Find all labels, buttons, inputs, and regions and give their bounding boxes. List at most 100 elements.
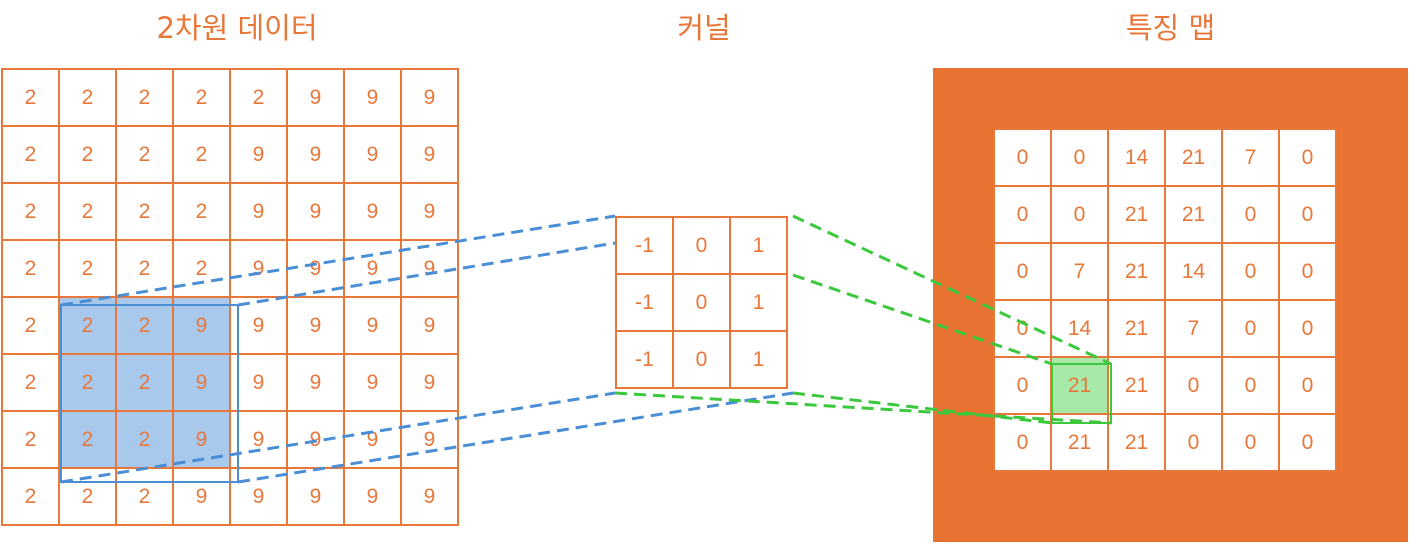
input-data-cell: 9 — [343, 182, 402, 241]
feature-map-cell: 21 — [1164, 185, 1223, 244]
input-data-cell: 9 — [343, 296, 402, 355]
input-data-cell: 9 — [286, 353, 345, 412]
feature-map-cell: 7 — [1164, 299, 1223, 358]
input-data-cell: 2 — [1, 296, 60, 355]
kernel-cell: 1 — [729, 273, 788, 332]
input-data-cell: 2 — [58, 68, 117, 127]
input-data-cell: 2 — [1, 182, 60, 241]
feature-map-cell: 14 — [1050, 299, 1109, 358]
input-data-cell: 9 — [286, 410, 345, 469]
input-data-cell: 2 — [115, 239, 174, 298]
input-data-cell: 2 — [1, 239, 60, 298]
input-data-cell: 9 — [343, 239, 402, 298]
kernel-cell: 0 — [672, 330, 731, 389]
input-data-cell: 9 — [400, 410, 459, 469]
input-data-cell: 2 — [115, 182, 174, 241]
input-data-cell: 2 — [1, 353, 60, 412]
feature-map-cell: 0 — [1221, 185, 1280, 244]
input-data-cell: 9 — [172, 410, 231, 469]
input-data-cell: 9 — [400, 68, 459, 127]
input-data-cell: 9 — [286, 68, 345, 127]
input-data-cell: 2 — [1, 410, 60, 469]
kernel-cell: -1 — [615, 216, 674, 275]
input-data-cell: 9 — [343, 467, 402, 526]
feature-map-title: 특징 맵 — [1125, 11, 1216, 45]
feature-map-cell: 0 — [993, 128, 1052, 187]
input-data-cell: 9 — [343, 410, 402, 469]
feature-map-cell: 0 — [993, 413, 1052, 472]
feature-map-cell: 0 — [1278, 413, 1337, 472]
feature-map-cell: 21 — [1050, 356, 1109, 415]
kernel-cell: 0 — [672, 273, 731, 332]
kernel-cell: 1 — [729, 330, 788, 389]
feature-map-cell: 21 — [1107, 185, 1166, 244]
input-data-cell: 9 — [400, 467, 459, 526]
feature-map-cell: 0 — [1164, 413, 1223, 472]
input-data-cell: 2 — [58, 239, 117, 298]
input-data-cell: 2 — [1, 125, 60, 184]
input-data-cell: 9 — [229, 182, 288, 241]
input-data-title: 2차원 데이터 — [156, 11, 318, 45]
feature-map-cell: 0 — [1050, 128, 1109, 187]
feature-map-cell: 21 — [1107, 242, 1166, 301]
kernel-cell: 1 — [729, 216, 788, 275]
input-data-cell: 9 — [286, 182, 345, 241]
feature-map-cell: 21 — [1107, 299, 1166, 358]
feature-map-cell: 0 — [1164, 356, 1223, 415]
input-data-cell: 9 — [286, 467, 345, 526]
input-data-cell: 2 — [115, 467, 174, 526]
feature-map-cell: 0 — [1221, 299, 1280, 358]
input-data-cell: 2 — [229, 68, 288, 127]
input-data-cell: 9 — [229, 467, 288, 526]
input-data-cell: 2 — [172, 68, 231, 127]
input-data-cell: 2 — [172, 125, 231, 184]
input-data-cell: 2 — [58, 296, 117, 355]
input-data-cell: 2 — [115, 296, 174, 355]
input-data-cell: 2 — [58, 182, 117, 241]
input-data-cell: 2 — [58, 125, 117, 184]
kernel-cell: -1 — [615, 330, 674, 389]
feature-map-cell: 0 — [993, 242, 1052, 301]
input-data-cell: 9 — [229, 125, 288, 184]
input-data-cell: 9 — [286, 125, 345, 184]
input-data-cell: 9 — [172, 296, 231, 355]
feature-map-cell: 0 — [1278, 356, 1337, 415]
input-data-cell: 2 — [115, 410, 174, 469]
feature-map-cell: 0 — [1050, 185, 1109, 244]
feature-map-cell: 14 — [1164, 242, 1223, 301]
input-data-cell: 9 — [400, 239, 459, 298]
kernel-cell: 0 — [672, 216, 731, 275]
input-data-cell: 9 — [343, 68, 402, 127]
input-data-cell: 2 — [172, 182, 231, 241]
kernel-title: 커널 — [677, 11, 731, 45]
feature-map-cell: 7 — [1050, 242, 1109, 301]
feature-map-cell: 21 — [1107, 413, 1166, 472]
feature-map-cell: 0 — [993, 356, 1052, 415]
feature-map-cell: 21 — [1107, 356, 1166, 415]
feature-map-cell: 0 — [1278, 185, 1337, 244]
input-data-cell: 9 — [172, 467, 231, 526]
input-data-cell: 9 — [229, 239, 288, 298]
feature-map-cell: 0 — [1278, 242, 1337, 301]
feature-map-cell: 0 — [993, 299, 1052, 358]
feature-map-cell: 0 — [1221, 242, 1280, 301]
input-data-cell: 9 — [286, 239, 345, 298]
input-data-cell: 9 — [343, 353, 402, 412]
input-data-cell: 2 — [115, 353, 174, 412]
feature-map-cell: 0 — [1278, 299, 1337, 358]
